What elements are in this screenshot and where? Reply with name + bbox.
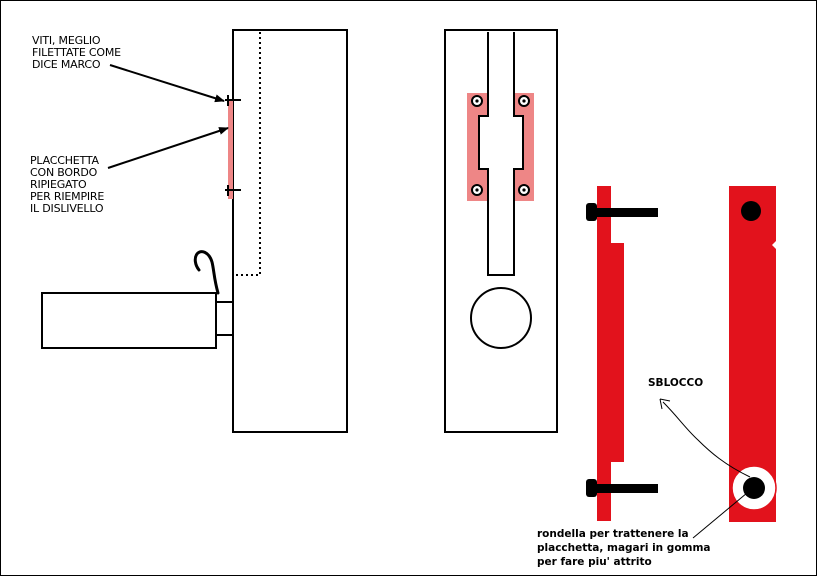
label-screws-line-1: VITI, MEGLIO xyxy=(32,34,101,47)
label-washer: rondella per trattenere la placchetta, m… xyxy=(537,528,714,568)
label-washer-line-1: rondella per trattenere la xyxy=(537,528,689,540)
screw-heads-front xyxy=(471,95,530,196)
lock-circle-front xyxy=(470,287,532,349)
door-panel-side xyxy=(232,29,348,433)
bolt-top xyxy=(586,203,658,221)
pointer-washer xyxy=(692,492,748,539)
bolt-bottom xyxy=(586,479,658,497)
plate-side xyxy=(228,101,233,199)
label-washer-line-2: placchetta, magari in gomma xyxy=(537,542,711,554)
release-view: SBLOCCO rondella per trattenere la placc… xyxy=(537,186,777,568)
side-view: VITI, MEGLIO FILETTATE COME DICE MARCO P… xyxy=(30,29,348,433)
red-strip-left xyxy=(597,186,624,521)
hook xyxy=(193,250,220,295)
washer-hole xyxy=(743,477,765,499)
label-plate-line-3: RIPIEGATO xyxy=(30,178,87,191)
arrow-plate xyxy=(107,127,229,169)
lock-neck xyxy=(215,301,234,336)
label-washer-line-3: per fare piu' attrito xyxy=(537,556,652,568)
hole-top xyxy=(741,201,761,221)
slot-channel xyxy=(478,32,524,276)
red-plate-right xyxy=(729,186,776,522)
lock-body xyxy=(41,292,217,349)
label-screws-line-3: DICE MARCO xyxy=(32,58,101,71)
hidden-edge-dotted xyxy=(234,32,261,276)
label-plate-line-5: IL DISLIVELLO xyxy=(30,202,104,215)
front-view xyxy=(444,29,558,433)
label-plate-line-4: PER RIEMPIRE xyxy=(30,190,104,203)
label-release: SBLOCCO xyxy=(648,377,703,389)
label-plate-line-1: PLACCHETTA xyxy=(30,154,100,167)
arrow-release xyxy=(662,401,751,478)
label-screws: VITI, MEGLIO FILETTATE COME DICE MARCO xyxy=(32,34,124,71)
label-screws-line-2: FILETTATE COME xyxy=(32,46,121,59)
label-plate: PLACCHETTA CON BORDO RIPIEGATO PER RIEMP… xyxy=(30,154,107,215)
arrow-screws xyxy=(109,64,225,103)
label-plate-line-2: CON BORDO xyxy=(30,166,98,179)
